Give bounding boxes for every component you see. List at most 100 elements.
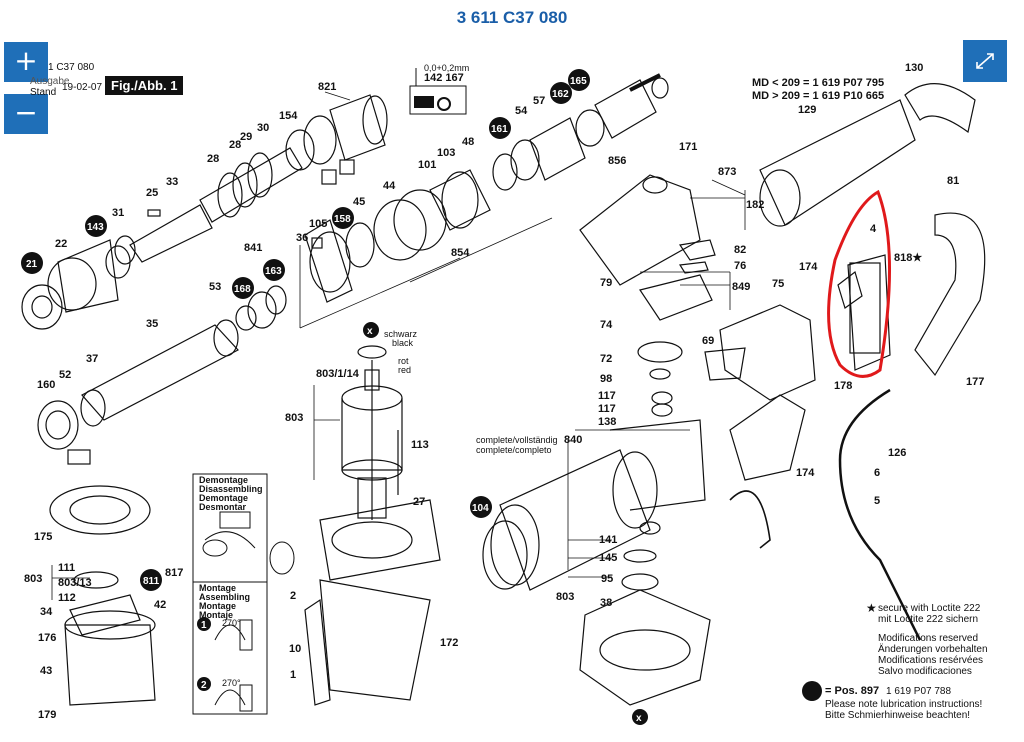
montage-inset bbox=[192, 581, 268, 715]
top-cover bbox=[579, 174, 716, 321]
zoom-in-button[interactable]: + bbox=[4, 42, 48, 82]
part-number-line: 1 C37 080 bbox=[48, 62, 95, 73]
label-175: 175 bbox=[34, 531, 52, 543]
lube-note-2: Bitte Schmierhinweise beachten! bbox=[825, 710, 971, 721]
label-129: 129 bbox=[798, 104, 816, 116]
label-138: 138 bbox=[598, 416, 616, 428]
label-105: 105 bbox=[309, 218, 327, 230]
label-28b: 28 bbox=[207, 153, 219, 165]
bubble-168: 168 bbox=[234, 284, 251, 295]
label-803-13: 803/13 bbox=[58, 577, 92, 589]
bubble-163: 163 bbox=[265, 266, 282, 277]
lube-note-1: Please note lubrication instructions! bbox=[825, 699, 983, 710]
bubble-143: 143 bbox=[87, 222, 104, 233]
label-2: 2 bbox=[290, 590, 296, 602]
md-note-1: MD < 209 = 1 619 P07 795 bbox=[752, 77, 885, 89]
label-38: 38 bbox=[600, 597, 612, 609]
label-52: 52 bbox=[59, 369, 71, 381]
label-117b: 117 bbox=[598, 403, 616, 415]
tool-holder-assembly bbox=[21, 94, 388, 330]
label-854: 854 bbox=[451, 247, 470, 259]
power-cable bbox=[838, 388, 922, 641]
bubble-x-top: x bbox=[367, 326, 373, 337]
label-6: 6 bbox=[874, 467, 880, 479]
label-44: 44 bbox=[383, 180, 396, 192]
label-117a: 117 bbox=[598, 390, 616, 402]
wire-red: red bbox=[398, 365, 411, 375]
label-130: 130 bbox=[905, 62, 923, 74]
label-82: 82 bbox=[734, 244, 746, 256]
bubble-x-bottom: x bbox=[636, 713, 642, 724]
mods-note-2: Änderungen vorbehalten bbox=[878, 644, 988, 655]
angle-1: 270° bbox=[222, 618, 241, 628]
label-126: 126 bbox=[888, 447, 906, 459]
star-icon: ★ bbox=[866, 601, 877, 615]
label-25: 25 bbox=[146, 187, 158, 199]
tolerance-detail: 0,0+0,2mm 142 167 bbox=[409, 63, 469, 115]
label-22: 22 bbox=[55, 238, 67, 250]
ausgabe-label: Ausgabe bbox=[30, 76, 70, 87]
label-172: 172 bbox=[440, 637, 458, 649]
motor-housing bbox=[304, 499, 441, 706]
label-154: 154 bbox=[279, 110, 298, 122]
montage-line-3: Montage bbox=[199, 601, 236, 611]
bubble-162: 162 bbox=[552, 89, 569, 100]
demontage-inset bbox=[192, 473, 295, 583]
label-1: 1 bbox=[290, 669, 296, 681]
montage-line-1: Montage bbox=[199, 583, 236, 593]
label-821: 821 bbox=[318, 81, 336, 93]
leader-lines bbox=[51, 91, 746, 600]
label-45: 45 bbox=[353, 196, 365, 208]
montage-line-2: Assembling bbox=[199, 592, 250, 602]
label-174b: 174 bbox=[796, 467, 815, 479]
bubble-811: 811 bbox=[143, 576, 160, 587]
label-4: 4 bbox=[870, 223, 877, 235]
mods-note-3: Modifications resérvées bbox=[878, 655, 984, 666]
callout-bubbles: 165 162 161 158 143 21 168 163 104 811 x… bbox=[21, 69, 822, 725]
zoom-out-button[interactable]: − bbox=[4, 94, 48, 134]
label-69: 69 bbox=[702, 335, 714, 347]
label-803b: 803 bbox=[556, 591, 574, 603]
complete-label-2: complete/completo bbox=[476, 445, 552, 455]
demontage-line-2: Disassembling bbox=[199, 484, 263, 494]
wire-rot: rot bbox=[398, 356, 409, 366]
label-113: 113 bbox=[411, 439, 429, 451]
label-53: 53 bbox=[209, 281, 221, 293]
label-803c: 803 bbox=[24, 573, 42, 585]
label-5: 5 bbox=[874, 495, 880, 507]
callout-text: schwarz black rot red complete/vollständ… bbox=[199, 329, 558, 688]
label-141: 141 bbox=[599, 534, 617, 546]
label-31: 31 bbox=[112, 207, 124, 219]
tolerance-value: 0,0+0,2mm bbox=[424, 63, 469, 73]
label-103: 103 bbox=[437, 147, 455, 159]
brush-holder bbox=[49, 485, 156, 706]
label-817: 817 bbox=[165, 567, 183, 579]
fullscreen-button[interactable] bbox=[963, 40, 1007, 82]
page-title: 3 611 C37 080 bbox=[456, 8, 568, 27]
demontage-line-1: Demontage bbox=[199, 475, 248, 485]
label-111: 111 bbox=[58, 562, 75, 574]
label-33: 33 bbox=[166, 176, 178, 188]
label-34: 34 bbox=[40, 606, 53, 618]
complete-label-1: complete/vollständig bbox=[476, 435, 558, 445]
wire-black: black bbox=[392, 338, 414, 348]
power-cable-inner bbox=[729, 490, 771, 549]
pos-part-number: 1 619 P07 788 bbox=[886, 686, 952, 697]
bubble-161: 161 bbox=[491, 124, 508, 135]
label-74: 74 bbox=[600, 319, 613, 331]
demontage-line-3: Demontage bbox=[199, 493, 248, 503]
loctite-note-1: secure with Loctite 222 bbox=[878, 603, 981, 614]
bubble-step-2: 2 bbox=[201, 680, 207, 691]
bubble-104: 104 bbox=[472, 503, 489, 514]
field-stator bbox=[482, 419, 706, 591]
bubble-21: 21 bbox=[26, 259, 38, 270]
label-54: 54 bbox=[515, 105, 528, 117]
label-28a: 28 bbox=[229, 139, 241, 151]
label-178: 178 bbox=[834, 380, 852, 392]
label-176: 176 bbox=[38, 632, 56, 644]
loctite-note-2: mit Loctite 222 sichern bbox=[878, 614, 979, 625]
stand-date: 19-02-07 bbox=[62, 82, 103, 93]
label-75: 75 bbox=[772, 278, 784, 290]
montage-line-4: Montaje bbox=[199, 610, 233, 620]
